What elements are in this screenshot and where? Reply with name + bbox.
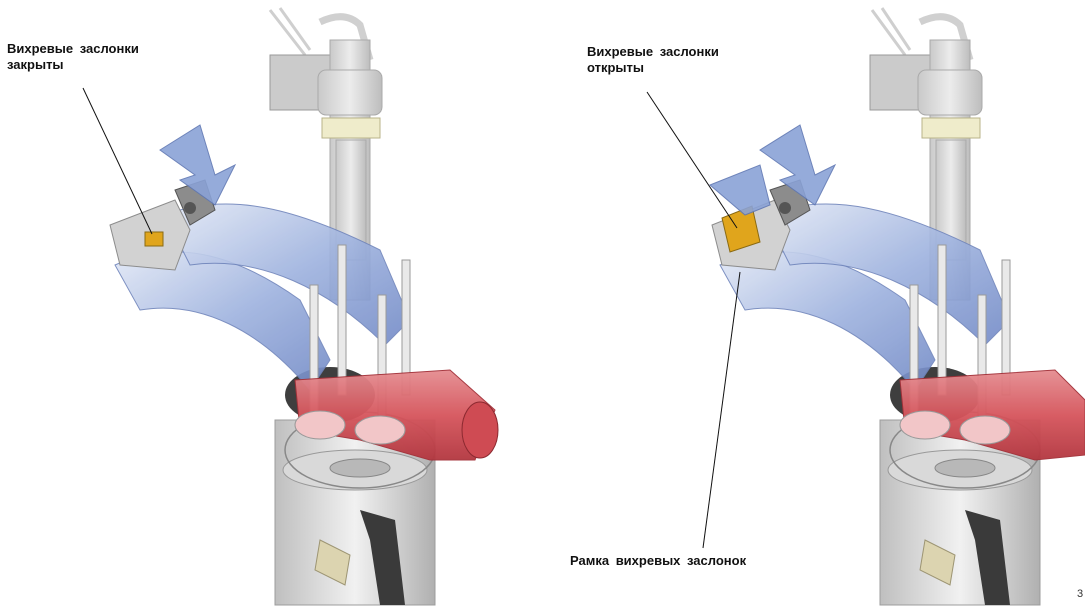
- injector-cap: [318, 70, 382, 115]
- label-flaps-open-line1: Вихревые заслонки: [587, 44, 719, 60]
- exhaust-valve-head: [960, 416, 1010, 444]
- exhaust-valve-head: [900, 411, 950, 439]
- leader-line-open: [647, 92, 737, 228]
- exhaust-outlet: [462, 402, 498, 458]
- label-flap-frame: Рамка вихревых заслонок: [570, 553, 746, 569]
- engine-right: [710, 8, 1085, 605]
- intake-arrow: [160, 125, 235, 205]
- page-number: 3: [1077, 588, 1083, 600]
- injector-wire: [872, 8, 910, 55]
- leader-line-frame: [703, 272, 740, 548]
- engine-left: [110, 8, 498, 605]
- piston-bowl: [330, 459, 390, 477]
- leader-line-closed: [83, 88, 152, 234]
- exhaust-valve-head: [355, 416, 405, 444]
- piston-bowl: [935, 459, 995, 477]
- label-flaps-closed-line2: закрыты: [7, 57, 139, 73]
- injector-wire: [270, 8, 310, 55]
- injector-cap: [918, 70, 982, 115]
- flap-shaft: [184, 202, 196, 214]
- label-flaps-open: Вихревые заслонки открыты: [587, 44, 719, 76]
- label-flaps-open-line2: открыты: [587, 60, 719, 76]
- swirl-flap-closed: [145, 232, 163, 246]
- label-flaps-closed-line1: Вихревые заслонки: [7, 41, 139, 57]
- label-flaps-closed: Вихревые заслонки закрыты: [7, 41, 139, 73]
- injector-clamp: [922, 118, 980, 138]
- exhaust-valve-head: [295, 411, 345, 439]
- flap-shaft: [779, 202, 791, 214]
- intake-arrow: [710, 165, 770, 215]
- injector-clamp: [322, 118, 380, 138]
